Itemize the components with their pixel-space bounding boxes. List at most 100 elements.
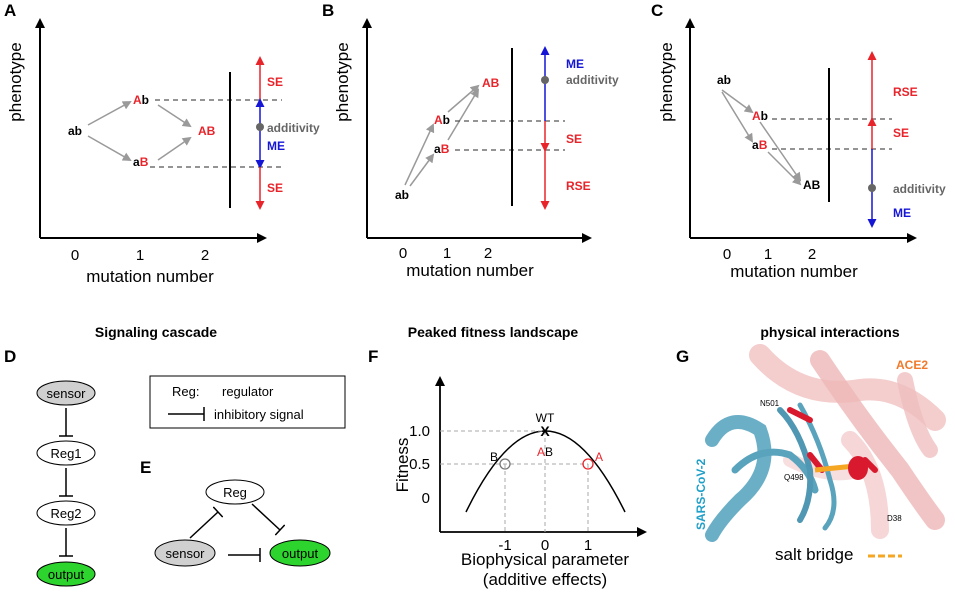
node-e-output-label: output — [282, 546, 319, 561]
x-tick-b-2: 2 — [484, 245, 492, 262]
wt-label: WT — [536, 411, 555, 425]
y-tick-f-0: 0 — [422, 490, 430, 507]
effect-label-b-rse: RSE — [566, 179, 591, 193]
genotype-a-AB: AB — [198, 124, 216, 138]
genotype-b-aB: aB — [434, 142, 450, 156]
node-e-sensor — [154, 539, 216, 567]
label-q498: Q498 — [784, 473, 804, 482]
y-axis-label-b: phenotype — [333, 42, 352, 121]
genotype-a-ab: ab — [68, 124, 82, 138]
x-tick-c-2: 2 — [808, 246, 816, 263]
fitness-curve — [465, 430, 626, 513]
panel-c: C phenotype mutation number 0 1 2 ab Ab … — [651, 1, 946, 281]
genotype-c-Ab: Ab — [752, 109, 768, 123]
arrow-c-ab-Ab — [721, 89, 754, 114]
legend-inhibit-label: inhibitory signal — [214, 407, 304, 422]
x-axis-label-c: mutation number — [730, 262, 858, 281]
arrow-a-ab-Ab — [87, 101, 132, 126]
y-axis-label-c: phenotype — [657, 42, 676, 121]
panel-b: B phenotype mutation number 0 1 2 ab Ab … — [322, 1, 619, 280]
x-tick-c-1: 1 — [764, 246, 772, 263]
label-ace2: ACE2 — [896, 358, 928, 372]
protein-structure-image — [700, 344, 946, 542]
genotype-c-AB: AB — [803, 178, 821, 192]
label-n501: N501 — [760, 399, 780, 408]
panel-d: Signaling cascade D sensor Reg1 Reg2 out… — [4, 324, 346, 587]
point-f-b-label: B — [490, 450, 498, 464]
node-e-reg-label: Reg — [223, 485, 247, 500]
label-sars-cov-2: SARS-CoV-2 — [694, 458, 708, 530]
x-tick-f-1: 1 — [584, 537, 592, 554]
genotype-b-AB: AB — [482, 76, 500, 90]
panel-g: physical interactions G ACE2 N501 Q498 D… — [676, 324, 946, 564]
x-tick-b-1: 1 — [443, 245, 451, 262]
genotype-c-ab: ab — [717, 73, 731, 87]
effect-label-a-se-bottom: SE — [267, 181, 283, 195]
x-axis-label-a: mutation number — [86, 267, 214, 286]
arrow-c-Ab-AB — [759, 121, 802, 182]
effect-label-c-se: SE — [893, 126, 909, 140]
x-tick-a-2: 2 — [201, 247, 209, 264]
legend-box — [149, 375, 346, 429]
title-g: physical interactions — [760, 324, 899, 340]
effect-label-c-rse: RSE — [893, 85, 918, 99]
y-tick-f-1: 1.0 — [409, 423, 430, 440]
node-d-sensor-label: sensor — [46, 386, 86, 401]
effect-label-b-se: SE — [566, 132, 582, 146]
effect-label-c-additivity: additivity — [893, 182, 946, 196]
node-d-reg1 — [36, 440, 96, 466]
panel-letter-a: A — [4, 1, 16, 20]
x-tick-f-0: 0 — [541, 537, 549, 554]
additivity-point-b — [541, 76, 549, 84]
arrow-b-ab-Ab — [404, 123, 435, 186]
point-f-a-label: A — [595, 450, 603, 464]
x-tick-a-1: 1 — [136, 247, 144, 264]
y-axis-label-f: Fitness — [393, 438, 412, 493]
effect-label-a-me: ME — [267, 139, 285, 153]
arrow-b-ab-aB — [409, 153, 435, 187]
legend-reg-value: regulator — [222, 384, 274, 399]
x-axis-label-b: mutation number — [406, 261, 534, 280]
x-axis-label-f-1: Biophysical parameter — [461, 550, 630, 569]
title-f: Peaked fitness landscape — [408, 324, 579, 340]
effect-label-b-me: ME — [566, 57, 584, 71]
genotype-c-aB: aB — [752, 138, 768, 152]
effect-label-a-se-top: SE — [267, 75, 283, 89]
x-tick-b-0: 0 — [399, 245, 407, 262]
effect-label-b-additivity: additivity — [566, 73, 619, 87]
panel-letter-e: E — [140, 458, 151, 477]
point-f-a — [582, 458, 594, 470]
panel-letter-f: F — [368, 347, 378, 366]
x-axis-label-f-2: (additive effects) — [483, 570, 607, 589]
node-d-reg1-label: Reg1 — [50, 446, 81, 461]
ab-label-f: AB — [537, 445, 553, 459]
node-d-output-label: output — [48, 567, 85, 582]
panel-letter-c: C — [651, 1, 663, 20]
genotype-a-Ab: Ab — [133, 93, 149, 107]
panel-e: E Reg sensor output — [140, 458, 331, 567]
label-d38: D38 — [887, 514, 902, 523]
node-d-reg2-label: Reg2 — [50, 506, 81, 521]
y-tick-f-05: 0.5 — [409, 456, 430, 473]
panel-letter-g: G — [676, 347, 689, 366]
arrow-a-aB-AB — [157, 136, 192, 161]
node-d-sensor — [36, 380, 96, 406]
node-d-output — [36, 561, 96, 587]
y-axis-label-a: phenotype — [6, 42, 25, 121]
inhibit-e-reg-output — [251, 503, 286, 536]
additivity-point-a — [256, 123, 264, 131]
node-d-reg2 — [36, 500, 96, 526]
arrow-a-Ab-AB — [157, 104, 192, 128]
x-tick-f-neg1: -1 — [498, 537, 511, 554]
wt-marker: X — [540, 423, 550, 439]
title-d: Signaling cascade — [95, 324, 217, 340]
genotype-a-aB: aB — [133, 155, 149, 169]
node-e-output — [269, 539, 331, 567]
arrow-a-ab-aB — [87, 135, 132, 161]
legend-reg-key: Reg: — [172, 384, 199, 399]
arrow-b-Ab-AB — [447, 84, 480, 113]
arrow-c-aB-AB — [767, 151, 802, 186]
genotype-b-Ab: Ab — [434, 113, 450, 127]
additivity-point-c — [868, 184, 876, 192]
